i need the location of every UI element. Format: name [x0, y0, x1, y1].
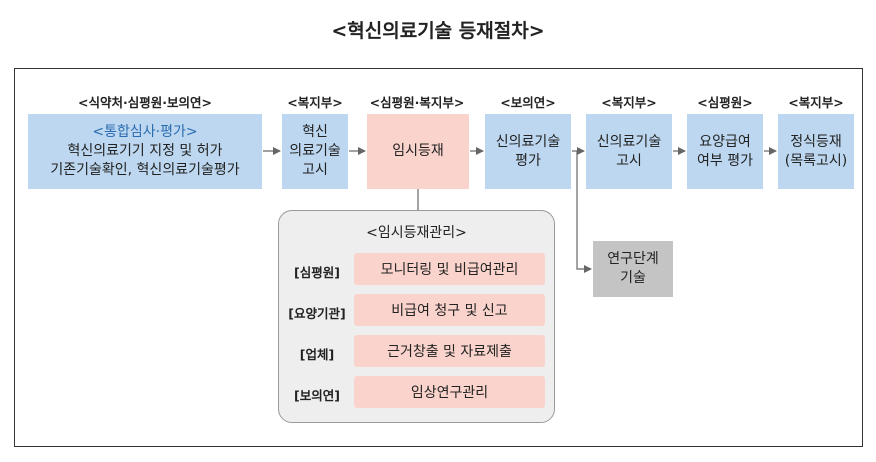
step-sub-title: <통합심사·평가> — [92, 124, 198, 140]
step-line: 임시등재 — [392, 143, 444, 159]
management-row-label: [업체] — [299, 347, 335, 362]
research-branch-arrow — [576, 151, 592, 273]
management-row-label: [심평원] — [294, 265, 340, 280]
research-stage-box: 연구단계 기술 — [593, 241, 673, 297]
step-box-official-listing: 정식등재 (목록고시) — [778, 114, 854, 189]
org-label-7: <복지부> — [788, 95, 844, 110]
org-label-6: <심평원> — [697, 95, 753, 110]
management-task-box: 임상연구관리 — [354, 376, 545, 408]
step-box-new-tech-evaluation: 신의료기술 평가 — [485, 114, 571, 189]
step-line: 고시 — [302, 162, 328, 178]
page-title: <혁신의료기술 등재절차> — [331, 20, 545, 42]
step-box-new-tech-notice: 신의료기술 고시 — [586, 114, 672, 189]
step-line: 의료기술 — [289, 143, 341, 159]
org-label-1: <식약처·심평원·보의연> — [78, 95, 212, 110]
step-box-benefit-evaluation: 요양급여 여부 평가 — [687, 114, 763, 189]
management-task-box: 근거창출 및 자료제출 — [354, 335, 545, 367]
step-line: 신의료기술 — [495, 133, 561, 150]
step-line: 요양급여 — [699, 133, 751, 150]
management-task-box: 모니터링 및 비급여관리 — [354, 253, 545, 285]
step-line: 혁신 — [302, 124, 328, 140]
step-box-temporary-listing: 임시등재 — [367, 114, 469, 189]
step-line: 기존기술확인, 혁신의료기술평가 — [50, 162, 240, 178]
step-box-integrated-review: <통합심사·평가> 혁신의료기기 지정 및 허가 기존기술확인, 혁신의료기술평… — [28, 114, 262, 189]
diagram-frame — [14, 68, 863, 447]
management-task-box: 비급여 청구 및 신고 — [354, 294, 545, 326]
step-line: 정식등재 — [790, 133, 842, 150]
research-line: 기술 — [620, 270, 646, 286]
org-label-3: <심평원·복지부> — [369, 95, 465, 110]
step-line: 평가 — [515, 152, 541, 169]
step-line: 여부 평가 — [697, 152, 753, 169]
step-box-innovation-notice: 혁신 의료기술 고시 — [282, 114, 348, 189]
management-row-label: [보의연] — [294, 388, 340, 403]
org-label-2: <복지부> — [287, 95, 343, 110]
org-label-5: <복지부> — [601, 95, 657, 110]
research-line: 연구단계 — [607, 251, 659, 267]
management-row-label: [요양기관] — [288, 306, 346, 321]
org-label-4: <보의연> — [500, 95, 556, 110]
step-line: 신의료기술 — [596, 133, 662, 150]
step-line: 고시 — [616, 152, 642, 169]
step-line: (목록고시) — [784, 152, 848, 169]
step-line: 혁신의료기기 지정 및 허가 — [67, 143, 223, 159]
panel-title: <임시등재관리> — [366, 225, 467, 241]
